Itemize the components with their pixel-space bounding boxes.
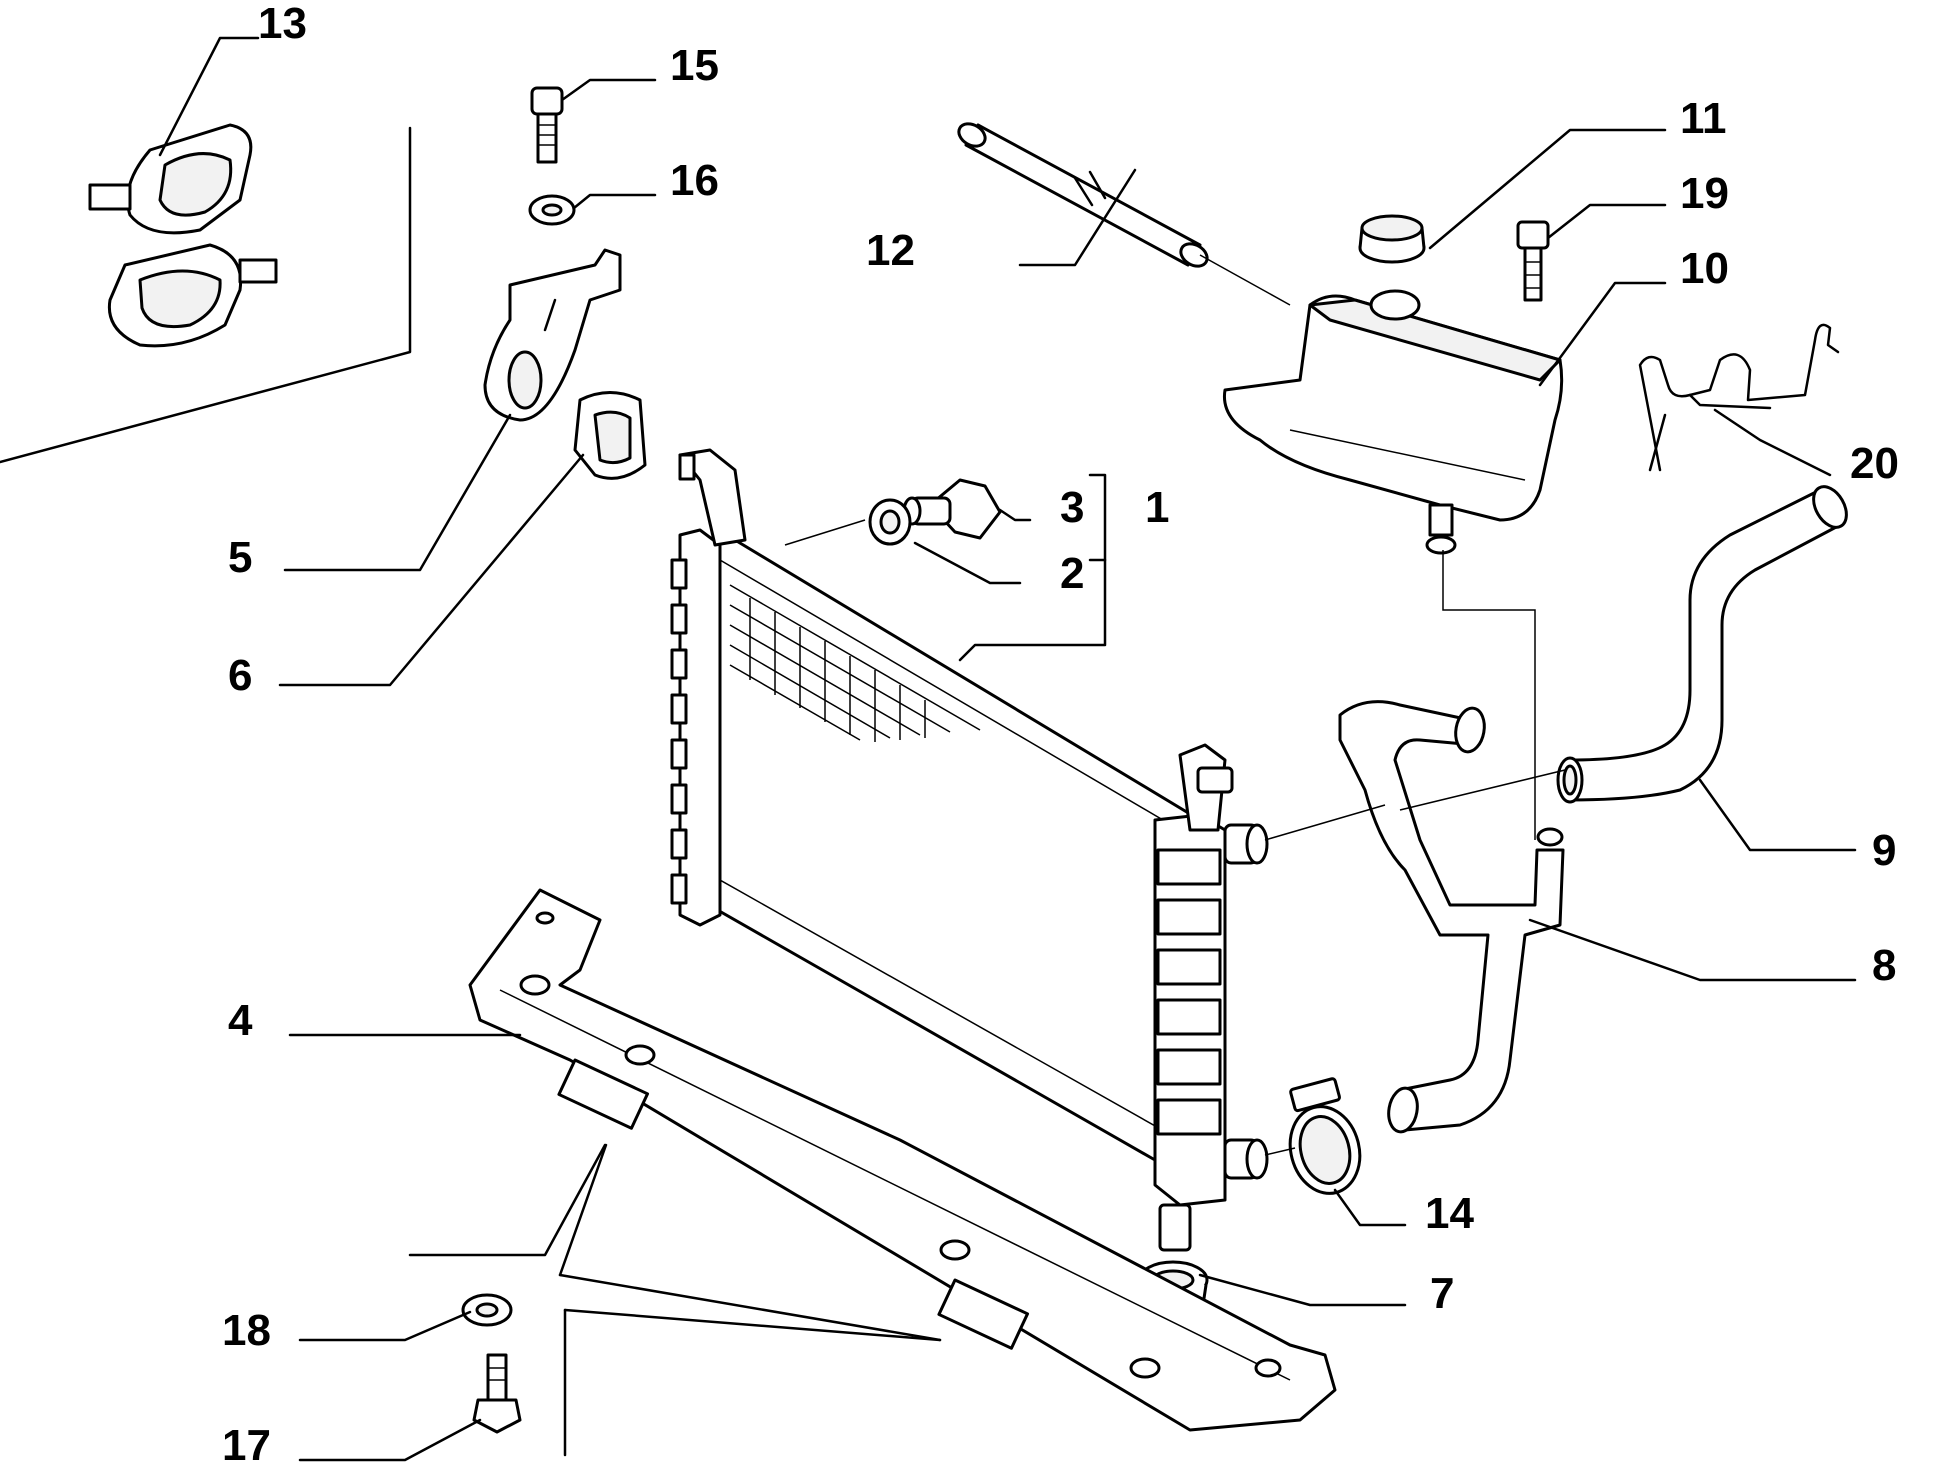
part-4-lower-crossmember bbox=[468, 888, 1337, 1432]
part-2-seal-ring bbox=[868, 498, 912, 546]
inset-divider-line bbox=[0, 126, 412, 464]
part-13-hose-clip bbox=[88, 123, 278, 348]
part-5-upper-bracket bbox=[483, 248, 622, 422]
part-19-tank-screw bbox=[1516, 220, 1550, 302]
part-8-lower-hose bbox=[1338, 700, 1565, 1134]
part-15-bolt bbox=[530, 86, 564, 164]
callout-19: 19 bbox=[1680, 169, 1729, 218]
part-18-washer-lower bbox=[461, 1293, 513, 1327]
radiator-right-tank-ribs bbox=[1156, 848, 1222, 1136]
radiator-upper-outlet bbox=[1223, 823, 1269, 865]
callout-8: 8 bbox=[1872, 941, 1896, 990]
callout-18: 18 bbox=[222, 1306, 271, 1355]
part-17-screw bbox=[472, 1353, 522, 1434]
callout-11: 11 bbox=[1680, 94, 1727, 143]
callout-10: 10 bbox=[1680, 244, 1729, 293]
callout-15: 15 bbox=[670, 41, 719, 90]
callout-14: 14 bbox=[1425, 1189, 1474, 1238]
callout-13: 13 bbox=[258, 0, 307, 48]
leader-lines bbox=[158, 36, 1857, 1462]
part-14-hose-clamp bbox=[1288, 1077, 1362, 1195]
callout-9: 9 bbox=[1872, 826, 1896, 875]
alignment-lines bbox=[784, 254, 1566, 1156]
callout-3: 3 bbox=[1060, 483, 1084, 532]
callout-7: 7 bbox=[1430, 1269, 1454, 1318]
callout-6: 6 bbox=[228, 651, 252, 700]
callout-17: 17 bbox=[222, 1421, 271, 1464]
part-10-expansion-tank bbox=[1222, 289, 1564, 555]
callout-1: 1 bbox=[1145, 483, 1169, 532]
callout-5: 5 bbox=[228, 533, 252, 582]
part-9-upper-hose bbox=[1556, 485, 1848, 804]
callout-labels: 13 15 16 11 19 10 12 20 3 1 2 5 6 9 8 4 … bbox=[222, 0, 1899, 1464]
part-6-rubber-pad bbox=[573, 391, 647, 480]
callout-12: 12 bbox=[866, 226, 915, 275]
radiator-lower-outlet bbox=[1223, 1138, 1269, 1180]
callout-16: 16 bbox=[670, 156, 719, 205]
part-12-vent-pipe bbox=[957, 122, 1209, 268]
callout-4: 4 bbox=[228, 996, 253, 1045]
part-1-radiator bbox=[670, 448, 1269, 1252]
part-20-retaining-clip bbox=[1638, 323, 1840, 472]
part-11-tank-cap bbox=[1358, 214, 1426, 264]
part-3-drain-plug bbox=[902, 478, 1002, 540]
callout-2: 2 bbox=[1060, 549, 1084, 598]
radiator-left-tank-ribs bbox=[670, 558, 688, 905]
radiator-fin-hatch bbox=[729, 584, 981, 742]
callout-20: 20 bbox=[1850, 439, 1899, 488]
part-16-washer bbox=[528, 194, 576, 226]
